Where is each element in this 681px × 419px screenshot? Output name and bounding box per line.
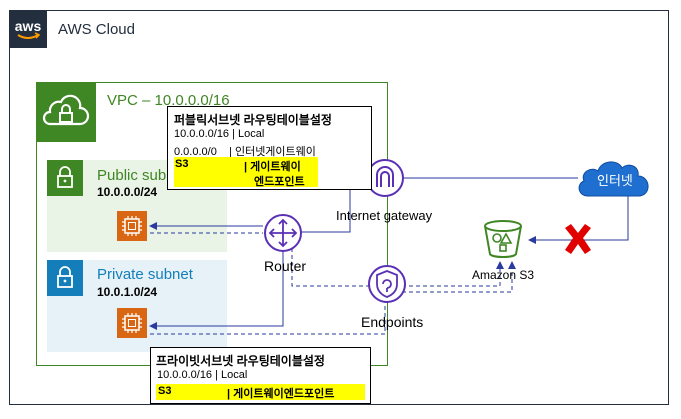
router-icon — [264, 214, 302, 252]
private-route-row-local: 10.0.0.0/16 | Local — [157, 369, 248, 381]
dash-private-ec2-to-endpoint — [150, 300, 386, 335]
private-route-highlight-s3: S3 — [158, 385, 172, 397]
public-subnet-title: Public subnet — [97, 167, 188, 184]
aws-logo-text: aws — [15, 18, 42, 34]
vpc-cloud-lock-icon — [42, 94, 90, 126]
private-subnet-title: Private subnet — [97, 266, 193, 283]
private-route-table-title: 프라이빗서브넷 라우팅테이블설정 — [156, 354, 325, 368]
internet-cloud-icon — [578, 161, 649, 197]
aws-cloud-title: AWS Cloud — [58, 21, 135, 38]
s3-label: Amazon S3 — [472, 268, 535, 282]
private-subnet-lock-icon — [47, 260, 83, 296]
public-route-highlight-endpoint: 엔드포인트 — [254, 176, 305, 188]
aws-logo-icon: aws — [9, 10, 47, 48]
router-label: Router — [264, 258, 307, 274]
internet-label: 인터넷 — [597, 173, 633, 188]
public-route-row-igw: 0.0.0.0/0 | 인터넷게이트웨이 — [174, 146, 316, 158]
dash-endpoint-to-s3-b — [402, 261, 516, 293]
private-route-table: 프라이빗서브넷 라우팅테이블설정 10.0.0.0/16 | Local S3 … — [150, 347, 371, 404]
public-subnet-lock-icon — [47, 160, 83, 196]
private-subnet-cidr: 10.0.1.0/24 — [97, 285, 158, 299]
private-route-highlight — [156, 384, 365, 400]
vpc-title: VPC – 10.0.0.0/16 — [107, 92, 230, 109]
blocked-x-icon — [565, 224, 591, 254]
public-route-highlight — [174, 157, 318, 187]
internet-gateway-icon — [366, 159, 404, 197]
public-subnet-cidr: 10.0.0.0/24 — [97, 185, 158, 199]
endpoints-icon — [368, 265, 406, 303]
dash-router-to-endpoint — [291, 248, 372, 287]
endpoints-label: Endpoints — [361, 314, 424, 330]
public-route-highlight-gateway: | 게이트웨이 — [244, 161, 301, 173]
line-router-to-private-ec2 — [149, 246, 284, 330]
public-ec2-instance-icon — [117, 211, 147, 241]
public-route-row-local: 10.0.0.0/16 | Local — [174, 128, 265, 140]
internet-gateway-label: Internet gateway — [336, 208, 433, 223]
private-route-highlight-endpoint: | 게이트웨이엔드포인트 — [227, 388, 335, 400]
aws-cloud-group — [9, 10, 669, 405]
public-route-highlight-s3: S3 — [175, 158, 189, 170]
public-route-table: 퍼블릭서브넷 라우팅테이블설정 10.0.0.0/16 | Local 0.0.… — [167, 106, 372, 190]
public-route-table-title: 퍼블릭서브넷 라우팅테이블설정 — [174, 113, 332, 127]
dash-endpoint-to-s3-a — [402, 261, 504, 287]
s3-bucket-icon — [484, 220, 522, 258]
line-internet-to-s3 — [528, 195, 629, 244]
private-ec2-instance-icon — [117, 308, 147, 338]
vpc-icon-box — [36, 82, 96, 142]
